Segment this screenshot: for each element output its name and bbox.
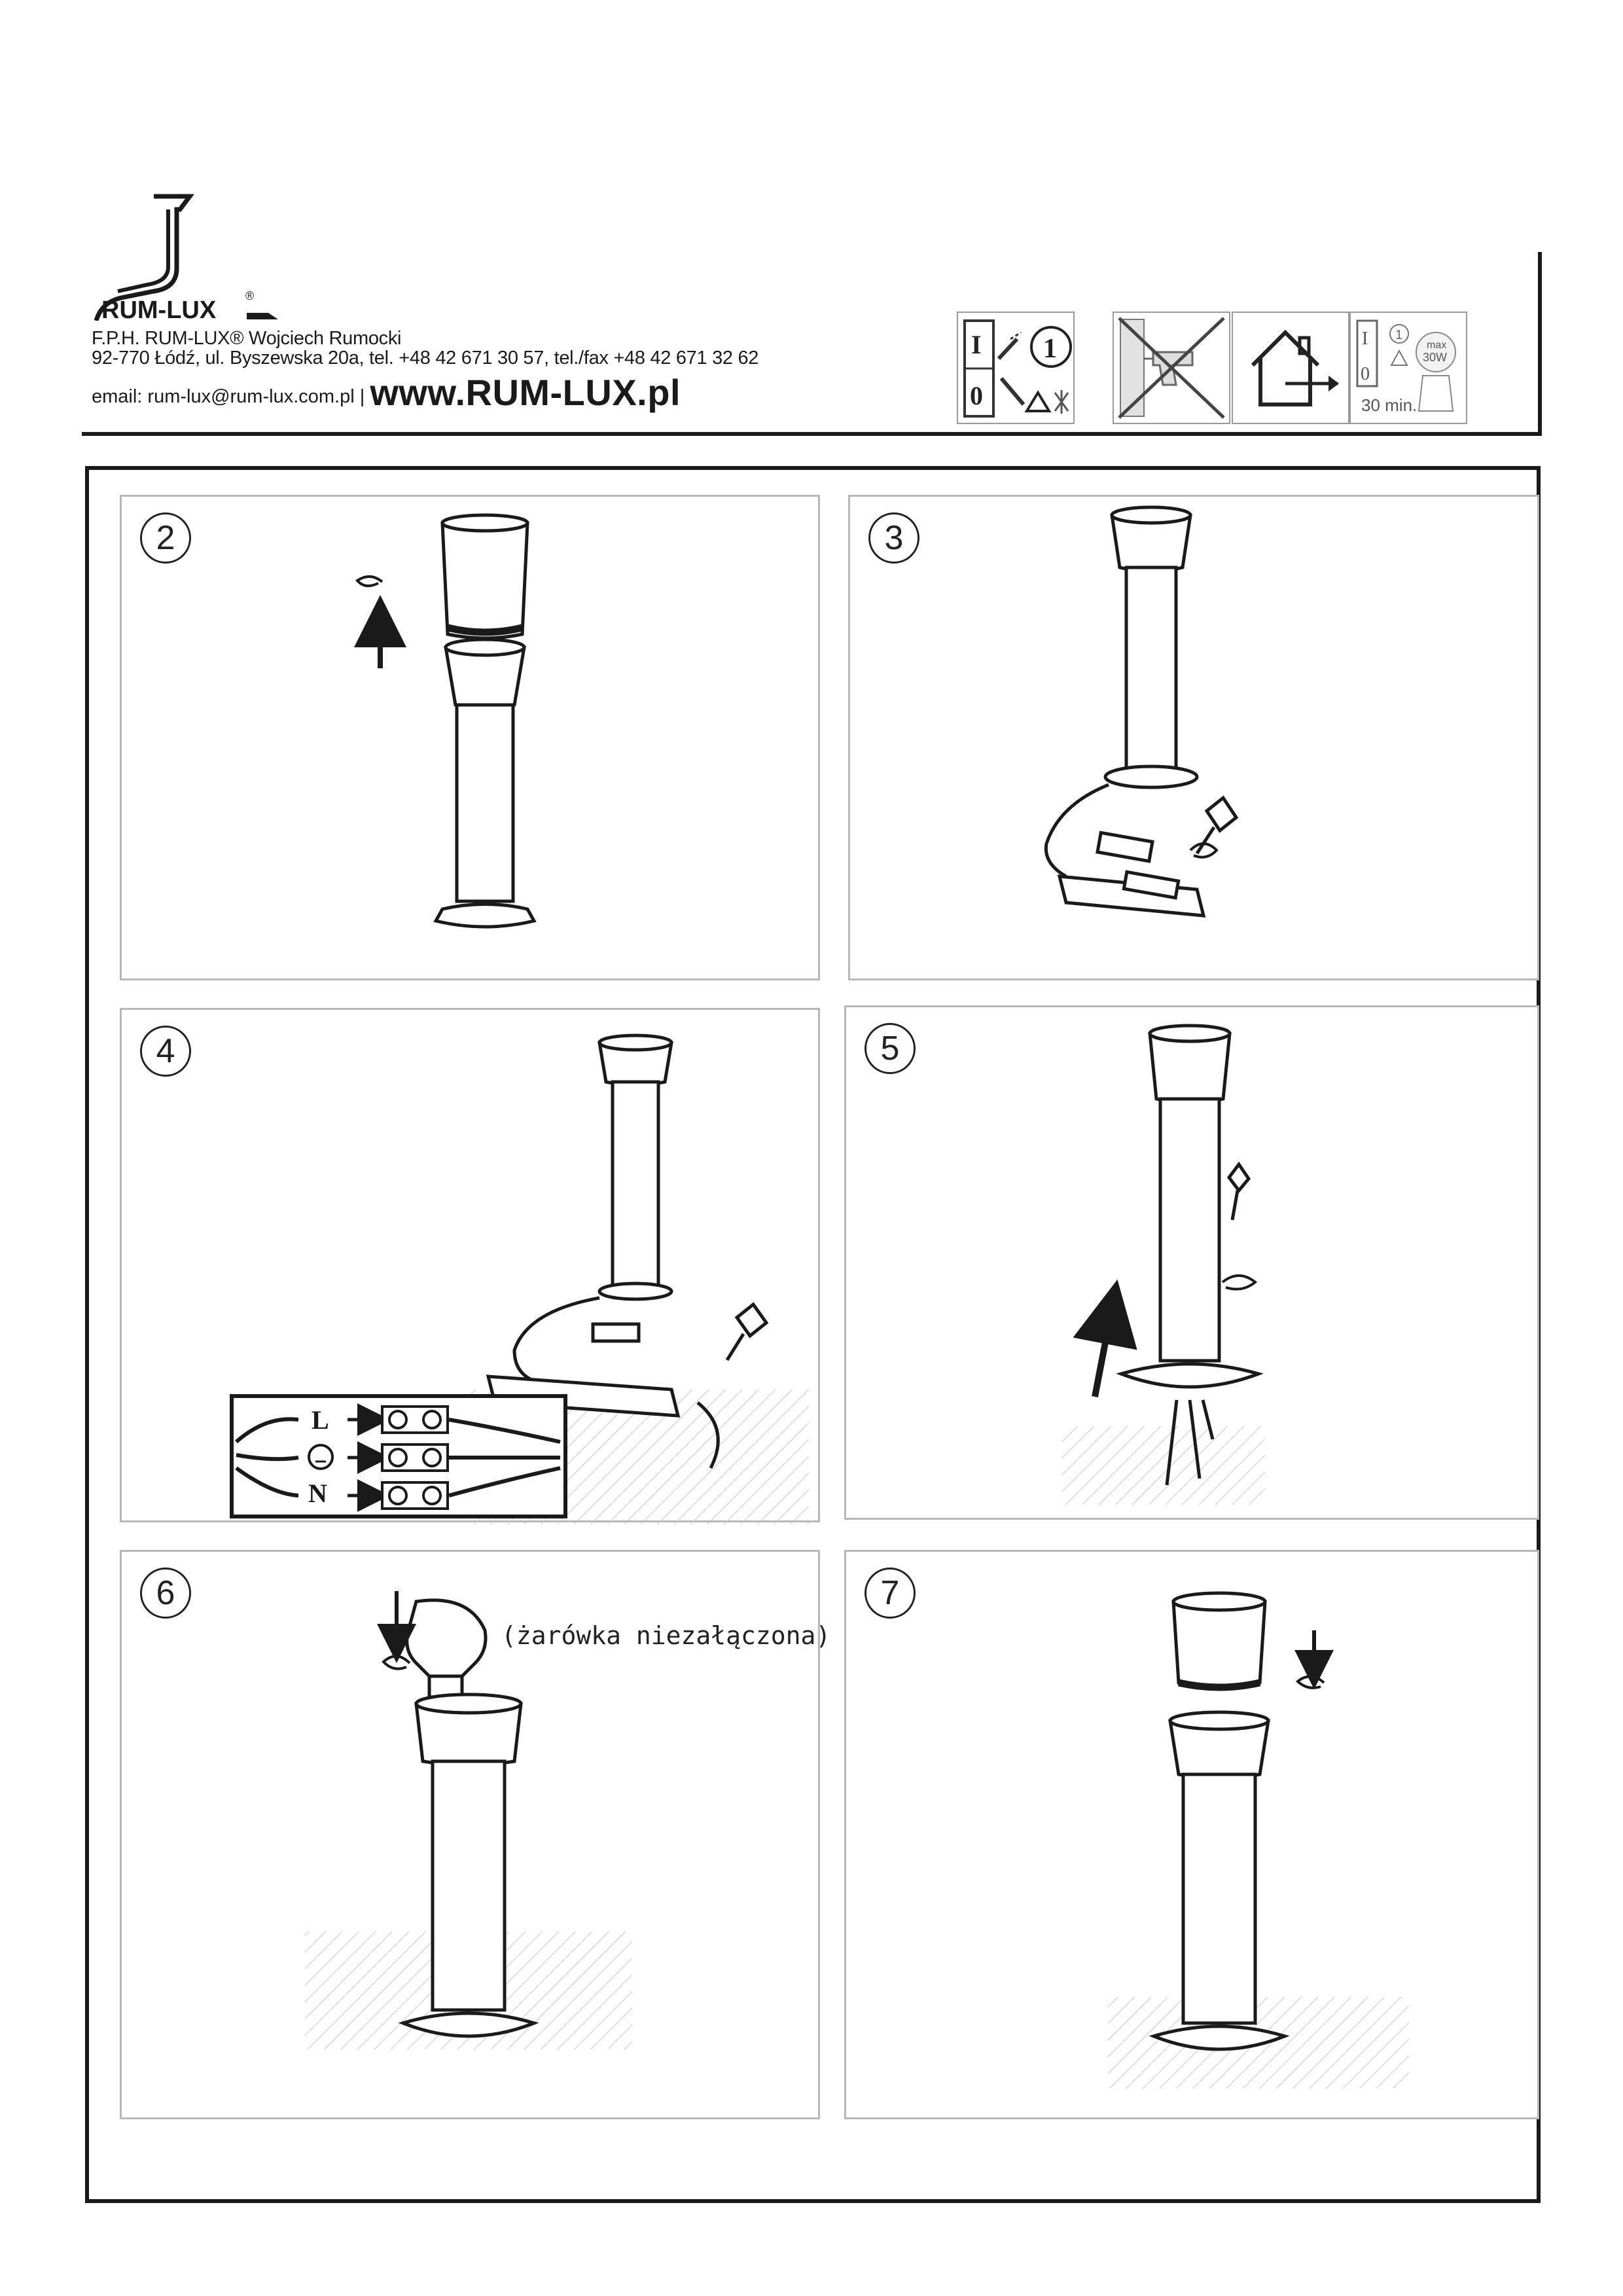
company-address: 92-770 Łódź, ul. Byszewska 20a, tel. +48…: [92, 348, 759, 368]
company-info: F.P.H. RUM-LUX® Wojciech Rumocki 92-770 …: [92, 329, 758, 414]
step-5-illustration: [1062, 1024, 1265, 1505]
cooldown-icon: I 0 1 max 30W 30 min.: [1349, 312, 1467, 424]
header-vertical-rule: [1538, 252, 1542, 436]
ground-icon: [308, 1444, 334, 1470]
cd-switch-off-label: 0: [1361, 364, 1370, 384]
bulb-not-included-note: (żarówka niezałączona): [501, 1621, 831, 1650]
contact-line: email: rum-lux@rum-lux.com.pl | www.RUM-…: [92, 374, 758, 414]
cooldown-time: 30 min.: [1361, 395, 1417, 415]
indoor-outdoor-icon: [1232, 312, 1349, 424]
email-link[interactable]: email: rum-lux@rum-lux.com.pl: [92, 386, 355, 407]
step-5-panel: 5: [844, 1005, 1539, 1520]
cd-switch-on-label: I: [1362, 329, 1368, 349]
step-7-panel: 7: [844, 1550, 1539, 2119]
step-number: 4: [140, 1026, 191, 1077]
step-number: 6: [140, 1568, 191, 1619]
step-number: 2: [140, 512, 191, 564]
neutral-wire-label: N: [308, 1479, 327, 1508]
live-wire-label: L: [312, 1405, 329, 1435]
website-link[interactable]: www.RUM-LUX.pl: [370, 372, 681, 413]
step-4-panel: 4 L N: [120, 1008, 820, 1524]
company-name: F.P.H. RUM-LUX® Wojciech Rumocki: [92, 328, 402, 349]
step-4-illustration: L N: [230, 1033, 809, 1524]
rum-lux-logo: RUM-LUX ®: [94, 194, 278, 321]
step-number: 5: [865, 1023, 916, 1074]
step-6-illustration: [305, 1591, 632, 2049]
switch-off-label: 0: [970, 381, 983, 410]
step-number: 3: [868, 512, 919, 564]
wiring-inset: L N: [230, 1394, 567, 1518]
circle-number: 1: [1043, 334, 1057, 364]
step-number: 7: [865, 1568, 916, 1619]
cd-circle-number: 1: [1395, 328, 1402, 342]
switch-on-label: I: [971, 330, 982, 359]
step-2-panel: 2: [120, 495, 820, 980]
max-value: 30W: [1423, 351, 1447, 364]
logo-brand-text: RUM-LUX: [101, 296, 217, 321]
power-off-icon: I 0 1: [957, 312, 1075, 424]
step-3-illustration: [1044, 505, 1239, 918]
step-3-panel: 3: [848, 495, 1539, 980]
step-2-illustration: [354, 513, 537, 929]
step-6-panel: 6 (żarówka niezałączona): [120, 1550, 830, 2119]
max-label: max: [1427, 340, 1446, 351]
no-drill-icon: [1113, 312, 1230, 424]
logo-registered-mark: ®: [245, 289, 254, 302]
step-7-illustration: [1108, 1591, 1409, 2089]
header-rule: [82, 432, 1542, 436]
separator: |: [359, 386, 365, 407]
